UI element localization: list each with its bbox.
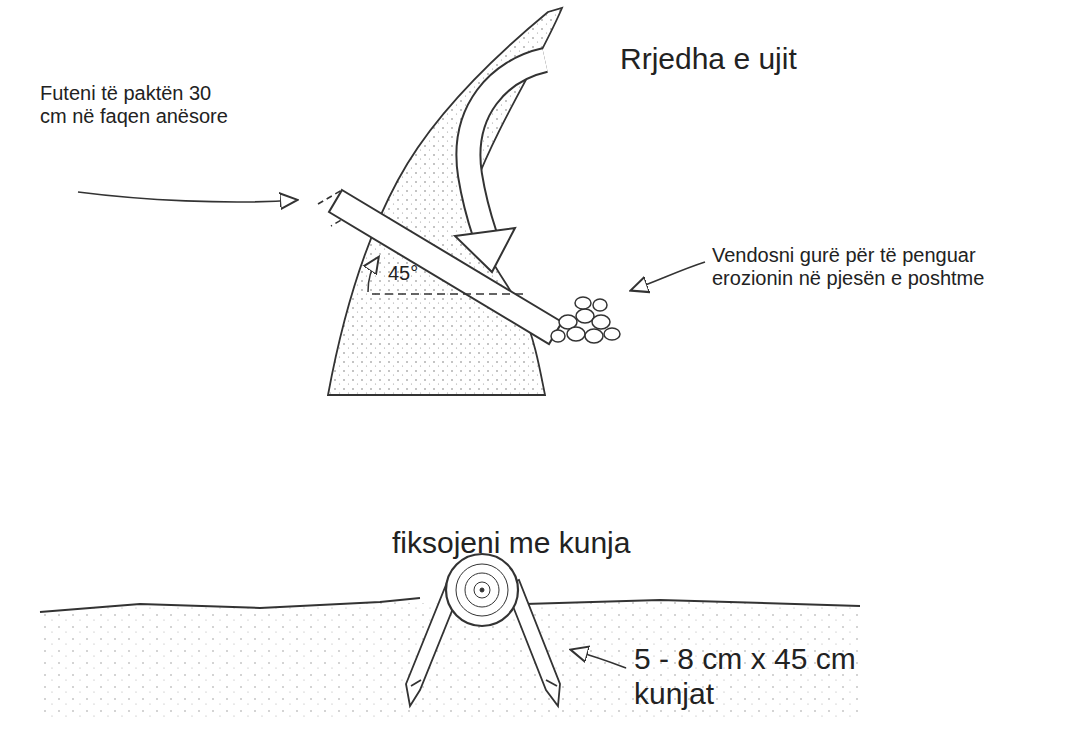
angle-label: 45°	[388, 262, 468, 285]
log	[329, 190, 562, 344]
title-text: fiksojeni me kunja	[392, 526, 732, 561]
log-cross-section	[446, 554, 518, 626]
note-text: Vendosni gurë për të penguar erozionin n…	[712, 244, 1052, 290]
flow-arrow	[468, 60, 545, 235]
note-text: Futeni të paktën 30 cm në faqen anësore	[40, 82, 240, 128]
leader-line	[78, 192, 296, 202]
leader-line	[632, 262, 705, 290]
flow-arrowhead	[455, 228, 515, 272]
trail	[328, 8, 562, 395]
stones	[551, 297, 620, 343]
reference-line	[372, 293, 525, 294]
dimension-label: 5 - 8 cm x 45 cm kunjat	[634, 642, 914, 711]
leader-line	[572, 650, 626, 668]
flow-label: Rrjedha e ujit	[620, 42, 920, 77]
angle-arc	[368, 258, 378, 292]
